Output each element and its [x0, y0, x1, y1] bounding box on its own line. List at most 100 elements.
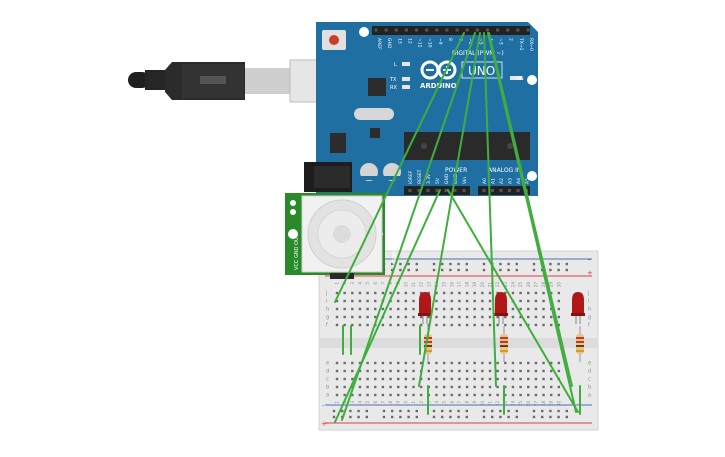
wire[interactable]	[483, 32, 497, 387]
breadboard-hole[interactable]	[511, 385, 515, 389]
usb-cable[interactable]	[128, 59, 347, 103]
breadboard-hole[interactable]	[389, 315, 392, 319]
analog-pin-header[interactable]	[478, 186, 530, 195]
breadboard-hole[interactable]	[389, 377, 392, 381]
led-1[interactable]	[418, 292, 432, 324]
breadboard-hole[interactable]	[465, 268, 468, 272]
power-pin-socket[interactable]	[444, 189, 448, 192]
digital-pin-socket[interactable]	[455, 28, 459, 32]
breadboard-hole[interactable]	[351, 393, 354, 397]
breadboard-hole[interactable]	[358, 393, 362, 397]
breadboard-hole[interactable]	[358, 307, 362, 311]
breadboard-hole[interactable]	[557, 315, 561, 319]
breadboard-hole[interactable]	[527, 369, 530, 373]
breadboard-hole[interactable]	[343, 377, 346, 381]
breadboard-hole[interactable]	[549, 262, 552, 266]
breadboard-hole[interactable]	[391, 415, 394, 419]
breadboard-hole[interactable]	[404, 361, 408, 365]
breadboard-hole[interactable]	[374, 361, 377, 365]
breadboard-hole[interactable]	[515, 415, 518, 419]
led-2[interactable]	[494, 292, 508, 324]
breadboard-hole[interactable]	[412, 291, 415, 295]
breadboard-hole[interactable]	[488, 299, 492, 303]
power-pin-socket[interactable]	[417, 189, 421, 192]
breadboard-hole[interactable]	[532, 268, 536, 272]
breadboard-hole[interactable]	[557, 307, 561, 311]
breadboard-hole[interactable]	[496, 361, 499, 365]
breadboard-hole[interactable]	[557, 323, 561, 327]
breadboard-hole[interactable]	[397, 291, 400, 295]
breadboard-hole[interactable]	[473, 307, 476, 311]
breadboard-hole[interactable]	[399, 268, 402, 272]
breadboard-hole[interactable]	[511, 361, 515, 365]
breadboard-hole[interactable]	[432, 268, 436, 272]
breadboard-hole[interactable]	[389, 385, 392, 389]
breadboard-hole[interactable]	[366, 377, 369, 381]
breadboard-hole[interactable]	[565, 409, 568, 413]
breadboard-hole[interactable]	[449, 409, 452, 413]
breadboard-hole[interactable]	[404, 315, 408, 319]
breadboard-hole[interactable]	[499, 415, 502, 419]
breadboard-hole[interactable]	[335, 291, 339, 295]
reset-button-cap[interactable]	[329, 35, 339, 45]
breadboard-hole[interactable]	[427, 361, 430, 365]
breadboard-hole[interactable]	[381, 393, 385, 397]
breadboard-hole[interactable]	[374, 291, 377, 295]
breadboard-hole[interactable]	[335, 393, 339, 397]
breadboard-hole[interactable]	[374, 377, 377, 381]
breadboard-hole[interactable]	[519, 377, 522, 381]
breadboard-hole[interactable]	[465, 262, 468, 266]
breadboard-hole[interactable]	[449, 415, 452, 419]
breadboard-hole[interactable]	[427, 377, 430, 381]
wire[interactable]	[418, 32, 481, 387]
breadboard-hole[interactable]	[534, 323, 538, 327]
breadboard-hole[interactable]	[465, 299, 469, 303]
breadboard-hole[interactable]	[415, 409, 418, 413]
breadboard-hole[interactable]	[412, 307, 415, 311]
breadboard-hole[interactable]	[542, 385, 545, 389]
breadboard-hole[interactable]	[441, 415, 444, 419]
breadboard-hole[interactable]	[397, 315, 400, 319]
breadboard-hole[interactable]	[532, 415, 536, 419]
breadboard-hole[interactable]	[391, 268, 394, 272]
breadboard-hole[interactable]	[532, 409, 536, 413]
breadboard-hole[interactable]	[450, 291, 453, 295]
breadboard-hole[interactable]	[519, 323, 522, 327]
breadboard-hole[interactable]	[542, 315, 545, 319]
breadboard-hole[interactable]	[450, 315, 453, 319]
breadboard-hole[interactable]	[381, 291, 385, 295]
breadboard-hole[interactable]	[397, 377, 400, 381]
breadboard-hole[interactable]	[527, 291, 530, 295]
breadboard-hole[interactable]	[351, 369, 354, 373]
breadboard-hole[interactable]	[507, 262, 510, 266]
analog-pin-socket[interactable]	[491, 189, 494, 192]
analog-pin-socket[interactable]	[508, 189, 511, 192]
breadboard-hole[interactable]	[407, 409, 410, 413]
breadboard-hole[interactable]	[450, 393, 453, 397]
breadboard-hole[interactable]	[473, 291, 476, 295]
breadboard-hole[interactable]	[358, 369, 362, 373]
analog-pin-socket[interactable]	[499, 189, 503, 192]
breadboard-hole[interactable]	[412, 393, 415, 397]
breadboard-hole[interactable]	[357, 409, 360, 413]
breadboard[interactable]: - + - + 11223344556677889910101111121213…	[318, 250, 599, 431]
analog-pin-socket[interactable]	[516, 189, 520, 192]
breadboard-hole[interactable]	[397, 385, 400, 389]
breadboard-hole[interactable]	[450, 299, 453, 303]
breadboard-hole[interactable]	[366, 299, 369, 303]
breadboard-hole[interactable]	[550, 291, 553, 295]
breadboard-hole[interactable]	[457, 415, 460, 419]
digital-pin-socket[interactable]	[404, 28, 408, 32]
breadboard-hole[interactable]	[465, 307, 469, 311]
breadboard-hole[interactable]	[366, 323, 369, 327]
breadboard-hole[interactable]	[519, 315, 522, 319]
breadboard-hole[interactable]	[419, 291, 423, 295]
breadboard-hole[interactable]	[457, 409, 460, 413]
breadboard-hole[interactable]	[511, 393, 515, 397]
breadboard-hole[interactable]	[450, 369, 453, 373]
breadboard-hole[interactable]	[534, 291, 538, 295]
breadboard-hole[interactable]	[482, 262, 486, 266]
breadboard-hole[interactable]	[435, 323, 438, 327]
breadboard-hole[interactable]	[404, 377, 408, 381]
breadboard-hole[interactable]	[557, 393, 561, 397]
